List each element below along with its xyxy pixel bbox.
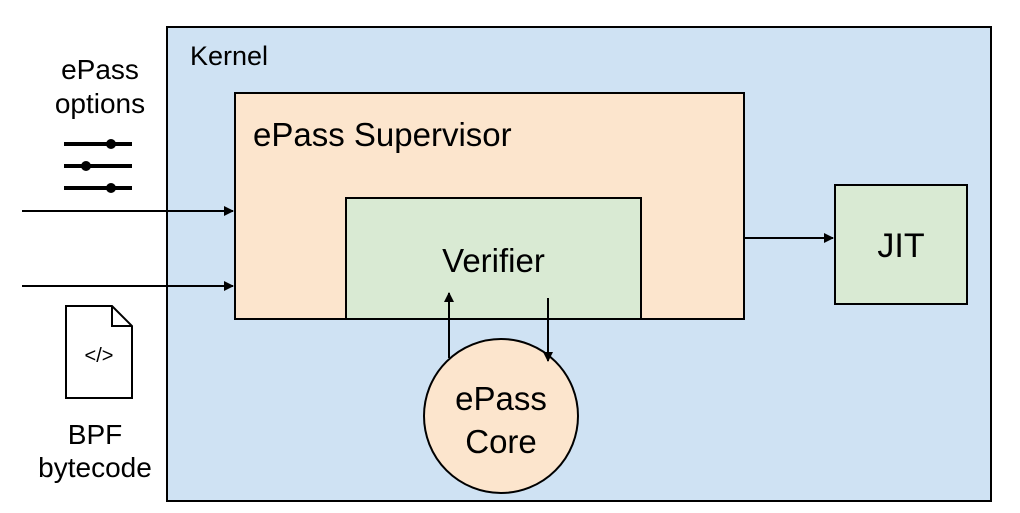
- code-glyph: </>: [85, 345, 114, 367]
- epass-core-label-line1: ePass: [455, 380, 547, 417]
- bytecode-label-line1: BPF: [67, 419, 123, 450]
- verifier-box: [345, 197, 642, 320]
- jit-box: [834, 184, 968, 305]
- sliders-icon: [64, 139, 132, 193]
- kernel-label: Kernel: [190, 41, 269, 71]
- epass-core-label-line2: Core: [465, 423, 537, 460]
- options-label-line1: ePass: [61, 54, 139, 85]
- supervisor-label: ePass Supervisor: [253, 116, 512, 153]
- bytecode-label-line2: bytecode: [38, 452, 152, 483]
- verifier-label: Verifier: [442, 242, 545, 279]
- jit-label: JIT: [877, 227, 925, 265]
- options-label-line2: options: [54, 88, 146, 119]
- epass-core-circle: [423, 338, 579, 494]
- code-file-icon: </>: [65, 305, 133, 399]
